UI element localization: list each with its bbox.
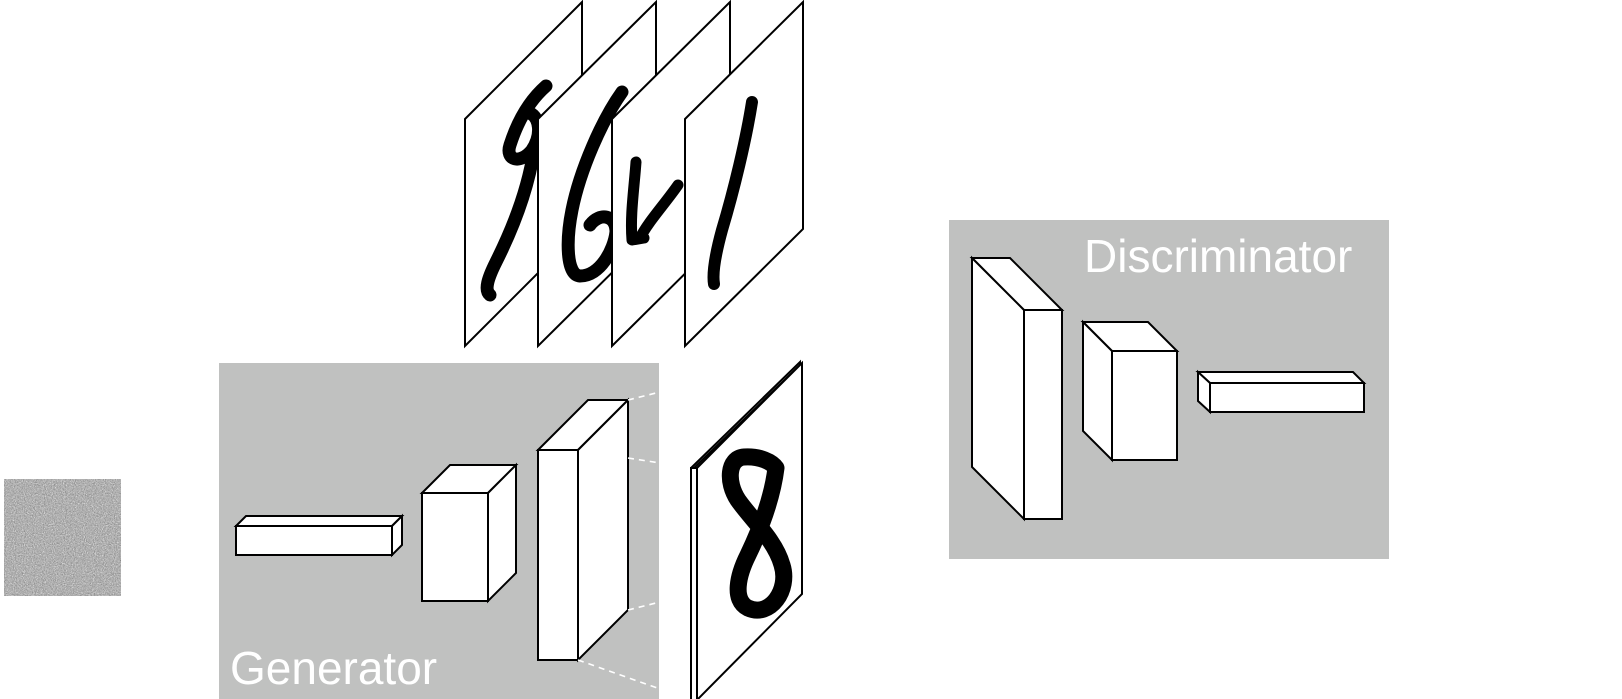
discriminator-dense-layer: [1195, 369, 1367, 415]
discriminator-conv-block-1: [969, 255, 1065, 522]
digit-8-glyph: [721, 448, 793, 619]
noise-input-image: [4, 479, 121, 596]
real-samples-stack: [464, 0, 804, 349]
generated-sample-frame: [690, 359, 803, 699]
generator-panel: Generator: [219, 363, 661, 699]
digit-1-glyph: [707, 96, 758, 290]
generator-dense-layer: [233, 513, 405, 558]
discriminator-conv-block-2: [1080, 319, 1180, 463]
generator-conv-block-1: [419, 462, 519, 604]
discriminator-label: Discriminator: [1084, 230, 1352, 282]
digit-4-glyph: [625, 156, 684, 246]
generator-conv-block-2: [535, 397, 631, 663]
projection-lines: [577, 391, 661, 690]
generator-label: Generator: [230, 642, 437, 694]
discriminator-panel: Discriminator: [949, 220, 1389, 559]
real-sample-frame-3: [611, 0, 731, 349]
real-sample-frame-4: [684, 0, 804, 349]
